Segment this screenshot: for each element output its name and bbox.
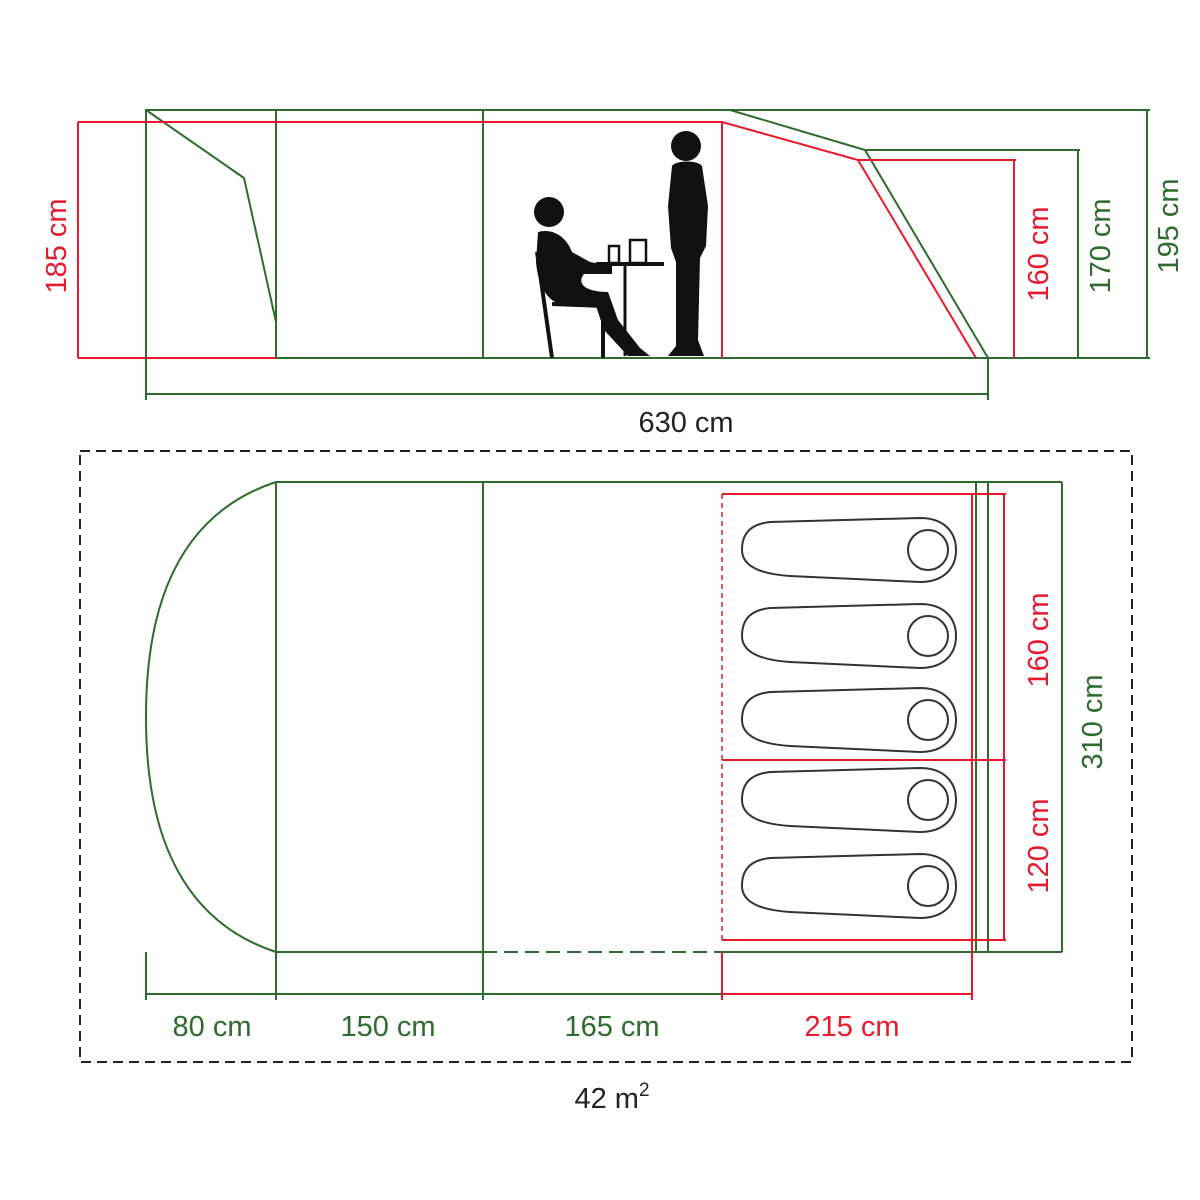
standing-person-icon (668, 131, 708, 356)
seated-person-icon (534, 197, 650, 359)
sleeping-bag-icon (740, 852, 958, 920)
bedroom-inner-height-label: 160 cm (1023, 206, 1055, 301)
bedroom-upper-height-label: 160 cm (1023, 592, 1055, 687)
total-width-label: 310 cm (1077, 674, 1109, 769)
total-length-label: 630 cm (638, 407, 733, 439)
bedroom-lower-height-label: 120 cm (1023, 798, 1055, 893)
segment-label-porch: 80 cm (173, 1011, 252, 1043)
floor-plan: 160 cm 120 cm 310 cm 80 cm 150 cm 165 cm… (79, 450, 1133, 1115)
side-view: 185 cm 160 cm 170 cm 195 cm 630 cm (41, 109, 1185, 439)
floor-area-label: 42 m2 (574, 1080, 649, 1115)
segment-label-living-2: 165 cm (564, 1011, 659, 1043)
side-outer-outline (145, 109, 990, 359)
floor-area-exponent: 2 (639, 1080, 650, 1101)
table-icon (596, 238, 664, 356)
footprint-outline (79, 450, 1133, 1063)
side-inner-outline (78, 121, 977, 359)
total-height-label: 195 cm (1153, 178, 1185, 273)
floor-area-value: 42 m (574, 1083, 638, 1115)
plan-porch-curve (144, 481, 277, 953)
segment-label-living-1: 150 cm (340, 1011, 435, 1043)
living-height-label: 185 cm (41, 198, 73, 293)
sleeping-bag-icon (740, 766, 958, 834)
bedroom-outer-height-label: 170 cm (1085, 198, 1117, 293)
sleeping-bag-icon (740, 516, 958, 584)
sleeping-bag-icon (740, 686, 958, 754)
porch-curve (145, 109, 277, 323)
sleeping-bag-icon (740, 602, 958, 670)
segment-label-bedroom: 215 cm (804, 1011, 899, 1043)
